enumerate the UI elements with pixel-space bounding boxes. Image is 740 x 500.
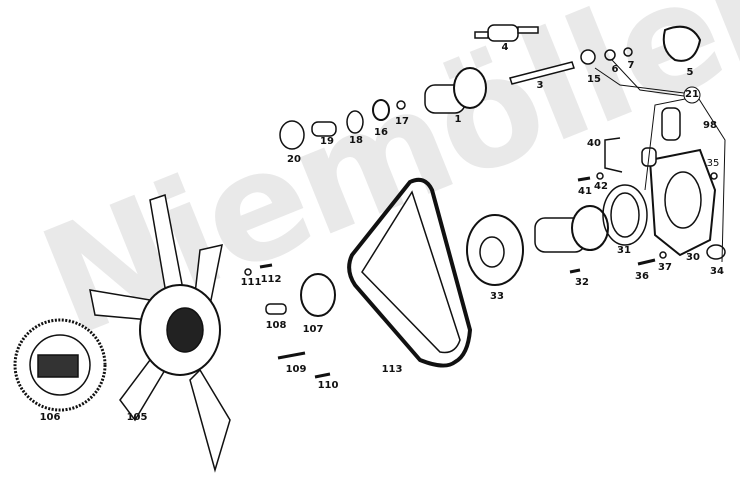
washer-111 (244, 268, 252, 276)
part-label-17: 17 (395, 116, 409, 127)
bolt-41 (577, 176, 591, 182)
part-label-40: 40 (587, 138, 601, 149)
part-label-1: 1 (454, 114, 462, 125)
impeller-5 (662, 25, 702, 62)
part-label-36: 36 (635, 271, 649, 282)
elbow-98 (661, 107, 681, 141)
part-label-112: 112 (260, 274, 282, 285)
part-label-109: 109 (285, 364, 307, 375)
part-label-113: 113 (381, 364, 403, 375)
part-label-5: 5 (686, 67, 694, 78)
pulley-hub-20 (279, 120, 305, 150)
part-label-18: 18 (349, 135, 363, 146)
part-label-3: 3 (536, 80, 544, 91)
gasket-34 (706, 244, 726, 260)
pulley-107 (300, 273, 336, 317)
water-pump-assembly (534, 205, 609, 253)
part-label-20: 20 (287, 154, 301, 165)
part-label-107: 107 (302, 324, 324, 335)
pump-housing-30 (641, 147, 717, 257)
bolt-36 (637, 258, 656, 266)
part-label-106: 106 (39, 412, 61, 423)
bolt-32 (569, 268, 581, 274)
part-label-111: 111 (240, 277, 262, 288)
callout-21-leaders (594, 59, 726, 263)
ring-6 (604, 49, 616, 61)
part-label-41: 41 (578, 186, 592, 197)
part-label-4: 4 (501, 42, 509, 53)
part-label-19: 19 (320, 136, 334, 147)
part-label-7: 7 (627, 60, 635, 71)
nut-42 (596, 172, 604, 180)
spacer-19 (311, 121, 337, 137)
part-label-16: 16 (374, 127, 388, 138)
bearing-16 (372, 99, 390, 121)
part-label-37: 37 (658, 262, 672, 273)
part-label-15: 15 (587, 74, 601, 85)
circlip-17 (396, 100, 406, 110)
part-label-110: 110 (317, 380, 339, 391)
part-label-105: 105 (126, 412, 148, 423)
part-label-42: 42 (594, 181, 608, 192)
water-pump-1 (424, 67, 487, 114)
part-label-30: 30 (686, 252, 700, 263)
spacer-108 (265, 303, 287, 315)
part-label-33: 33 (490, 291, 504, 302)
fan-clutch-106 (13, 318, 107, 412)
pipe-40 (604, 137, 623, 173)
bolt-109 (277, 351, 306, 360)
part-label-98: 98 (703, 120, 717, 131)
v-belt-113 (347, 177, 473, 368)
fan-105 (89, 194, 231, 473)
washer-35 (710, 172, 718, 180)
part-label-31: 31 (617, 245, 631, 256)
ring-7 (623, 47, 633, 57)
seal-15 (580, 49, 596, 65)
bolt-110 (314, 372, 331, 379)
part-label-6: 6 (611, 64, 619, 75)
part-label-21: 21 (685, 89, 699, 100)
part-label-35: 35 (706, 158, 720, 169)
part-label-34: 34 (710, 266, 724, 277)
washer-37 (659, 251, 667, 259)
circlip-18 (346, 110, 364, 134)
part-label-108: 108 (265, 320, 287, 331)
gasket-31 (602, 184, 648, 246)
shaft-3 (509, 61, 575, 85)
bolt-112 (259, 263, 273, 269)
shaft-4 (474, 24, 539, 42)
pulley-33 (466, 214, 524, 286)
part-label-32: 32 (575, 277, 589, 288)
